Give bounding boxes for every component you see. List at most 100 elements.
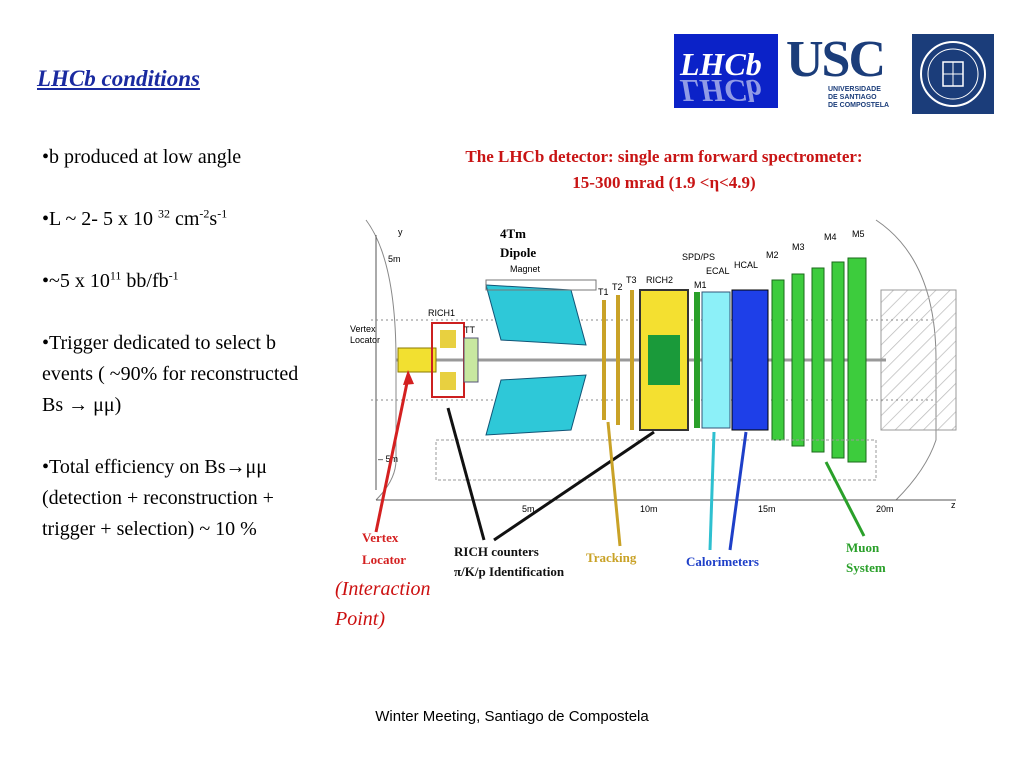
- hcal-callout-arrow: [728, 431, 748, 551]
- t2-station: [616, 295, 620, 425]
- bb-rate-exponent: 11: [109, 268, 122, 283]
- x-tick-5m: 5m: [522, 504, 535, 514]
- rich1-mirror-bottom: [440, 372, 456, 390]
- usc-logo: USC UNIVERSIDADE DE SANTIAGO DE COMPOSTE…: [786, 31, 908, 114]
- magnet-upper-coil: [485, 284, 587, 346]
- muon-callout-arrow: [824, 461, 866, 537]
- s-exponent: -1: [217, 206, 228, 221]
- bullet-luminosity: •L ~ 2- 5 x 10 32 cm-2s-1: [42, 204, 322, 235]
- callout-rich-2: π/K/p Identification: [454, 564, 565, 579]
- interaction-point-note: (Interaction Point): [335, 574, 431, 634]
- rich-callout-arrow-2: [493, 430, 655, 542]
- x-tick-20m: 20m: [876, 504, 894, 514]
- slide-footer: Winter Meeting, Santiago de Compostela: [375, 708, 649, 725]
- y-axis-label: y: [398, 227, 403, 237]
- bullet-bb-rate: •~5 x 1011 bb/fb-1: [42, 266, 322, 297]
- ecal-label: ECAL: [706, 266, 730, 276]
- bb-rate-text: •~5 x 10: [42, 270, 110, 292]
- cavern-wall-left: [365, 219, 397, 501]
- t1-label: T1: [598, 287, 609, 297]
- vertex-label-1: Vertex: [350, 324, 376, 334]
- shielding-wall: [880, 289, 957, 431]
- lhcb-logo-reflection: LHCb: [680, 73, 762, 108]
- y-tick-5m: 5m: [388, 254, 401, 264]
- rich-callout-arrow-1: [446, 407, 486, 541]
- callout-muon-1: Muon: [846, 540, 880, 555]
- magnet-title-1: 4Tm: [500, 226, 526, 241]
- m4-label: M4: [824, 232, 837, 242]
- usc-logo-subtitle: UNIVERSIDADE DE SANTIAGO DE COMPOSTELA: [828, 86, 908, 110]
- cm-exponent: -2: [199, 206, 210, 221]
- hcal-detector: [731, 289, 769, 431]
- rich1-mirror-top: [440, 330, 456, 348]
- university-seal-icon: [912, 34, 994, 114]
- magnet-title-2: Dipole: [500, 245, 536, 260]
- vertex-arrowhead: [403, 370, 414, 385]
- bullet-low-angle: •b produced at low angle: [42, 146, 242, 168]
- callout-vertex-1: Vertex: [362, 530, 399, 545]
- m2-label: M2: [766, 250, 779, 260]
- m5-label: M5: [852, 229, 865, 239]
- logo-group: LHCb LHCb USC UNIVERSIDADE DE SANTIAGO D…: [674, 31, 996, 114]
- tt-station: [463, 337, 479, 383]
- vertex-callout-arrow: [374, 377, 410, 533]
- bullet-efficiency: •Total efficiency on Bs→μμ (detection + …: [42, 456, 274, 540]
- diagram-title-line-1: The LHCb detector: single arm forward sp…: [465, 147, 862, 166]
- z-axis-label: z: [951, 500, 956, 510]
- slide-title: LHCb conditions: [37, 66, 200, 91]
- magnet-subtitle: Magnet: [510, 264, 541, 274]
- detector-supports: [435, 439, 877, 481]
- lhcb-detector-diagram: The LHCb detector: single arm forward sp…: [336, 140, 960, 590]
- rich2-label: RICH2: [646, 275, 673, 285]
- bullet-trigger: •Trigger dedicated to select b events ( …: [42, 332, 299, 416]
- luminosity-text: •L ~ 2- 5 x 10: [42, 208, 158, 230]
- m1-station: [694, 292, 700, 428]
- luminosity-unit-s: s: [209, 208, 218, 230]
- hcal-label: HCAL: [734, 260, 758, 270]
- muon-filter: [847, 257, 867, 463]
- t1-station: [602, 300, 606, 420]
- fb-exponent: -1: [168, 268, 179, 283]
- rich1-label: RICH1: [428, 308, 455, 318]
- m4-station: [811, 267, 825, 453]
- vertex-label-2: Locator: [350, 335, 380, 345]
- callout-muon-2: System: [846, 560, 886, 575]
- diagram-title-line-2: 15-300 mrad (1.9 <η<4.9): [572, 173, 755, 192]
- vertex-locator: [397, 347, 437, 373]
- tt-label: TT: [464, 325, 475, 335]
- y-tick-minus-5m: – 5m: [378, 454, 398, 464]
- t3-station: [630, 290, 634, 430]
- callout-calorimeters: Calorimeters: [686, 554, 759, 569]
- callout-rich-1: RICH counters: [454, 544, 539, 559]
- x-tick-10m: 10m: [640, 504, 658, 514]
- luminosity-exponent: 32: [157, 206, 170, 221]
- usc-logo-text: USC: [786, 31, 886, 88]
- ecal-callout-arrow: [708, 431, 716, 551]
- m3-label: M3: [792, 242, 805, 252]
- lhcb-logo: LHCb LHCb: [674, 34, 778, 108]
- t2-label: T2: [612, 282, 623, 292]
- interaction-point-line-2: Point): [335, 608, 385, 630]
- bullet-list: •b produced at low angle •L ~ 2- 5 x 10 …: [42, 142, 322, 576]
- spdps-label: SPD/PS: [682, 252, 715, 262]
- usc-sub-line-2: DE SANTIAGO: [828, 94, 877, 101]
- m2-station: [771, 279, 785, 441]
- luminosity-unit-cm: cm: [169, 208, 200, 230]
- magnet-yoke-top: [485, 279, 597, 291]
- tracking-callout-arrow: [606, 421, 622, 547]
- rich2-core: [648, 335, 680, 385]
- x-tick-15m: 15m: [758, 504, 776, 514]
- m5-station: [831, 261, 845, 459]
- ecal-detector: [701, 291, 731, 429]
- bb-rate-unit: bb/fb: [121, 270, 169, 292]
- usc-sub-line-1: UNIVERSIDADE: [828, 86, 881, 93]
- lhcb-logo-text: LHCb: [680, 46, 762, 82]
- m1-label: M1: [694, 280, 707, 290]
- magnet-lower-coil: [485, 374, 587, 436]
- m3-station: [791, 273, 805, 447]
- t3-label: T3: [626, 275, 637, 285]
- callout-vertex-2: Locator: [362, 552, 406, 567]
- callout-tracking: Tracking: [586, 550, 637, 565]
- interaction-point-line-1: (Interaction: [335, 578, 431, 600]
- usc-sub-line-3: DE COMPOSTELA: [828, 102, 890, 109]
